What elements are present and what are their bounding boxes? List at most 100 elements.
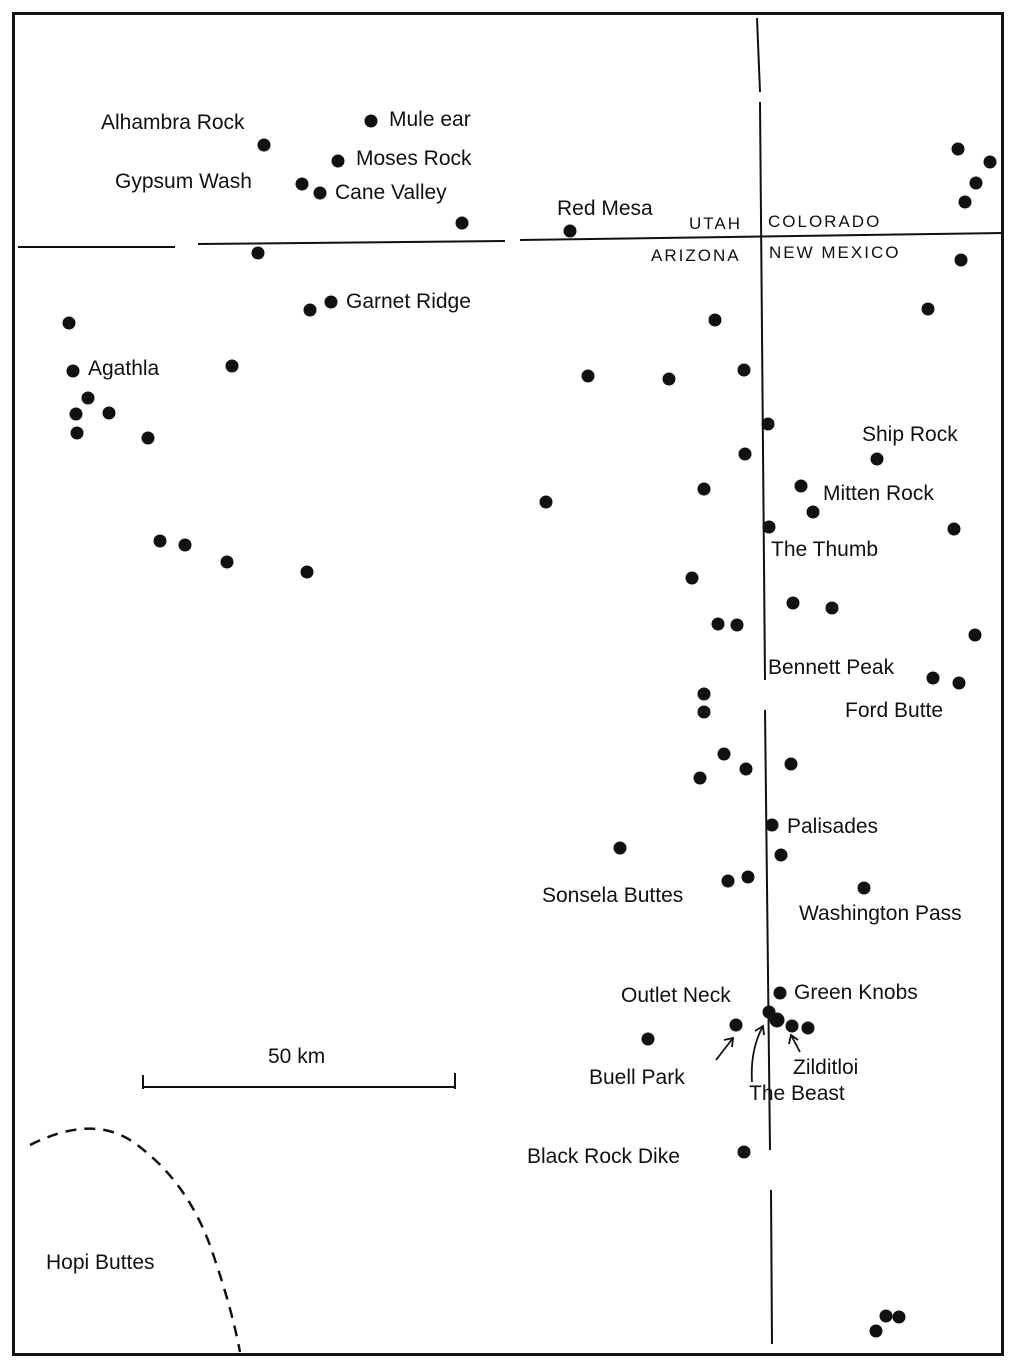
dot-red-mesa [563, 224, 577, 238]
label-moses-rock: Moses Rock [356, 147, 472, 170]
dot [102, 406, 116, 420]
dot [455, 216, 469, 230]
arrow-the-beast [750, 1025, 764, 1083]
label-palisades: Palisades [787, 815, 878, 838]
label-the-beast: The Beast [749, 1082, 845, 1105]
dot [153, 534, 167, 548]
state-boundaries [18, 17, 1005, 1345]
label-alhambra-rock: Alhambra Rock [101, 111, 245, 134]
label-ship-rock: Ship Rock [862, 423, 958, 446]
label-mitten-rock: Mitten Rock [823, 482, 934, 505]
dot-buell-park [729, 1018, 743, 1032]
dot-ford-butte [952, 676, 966, 690]
state-label-colorado: COLORADO [768, 212, 881, 231]
dot-mitten-rock [794, 479, 808, 493]
label-bennett-peak: Bennett Peak [768, 656, 895, 679]
dot [983, 155, 997, 169]
dot-ship-rock [870, 452, 884, 466]
dot-bennett-peak [926, 671, 940, 685]
label-the-thumb: The Thumb [771, 538, 878, 561]
state-label-utah: UTAH [689, 214, 742, 233]
map-frame [12, 12, 1004, 1356]
label-hopi-buttes: Hopi Buttes [46, 1251, 155, 1274]
dot [539, 495, 553, 509]
label-cane-valley: Cane Valley [335, 181, 447, 204]
dot [685, 571, 699, 585]
dot [968, 628, 982, 642]
label-mule-ear: Mule ear [389, 108, 471, 131]
state-label-arizona: ARIZONA [651, 246, 741, 265]
dot [693, 771, 707, 785]
dot-zilditloi [785, 1019, 799, 1033]
scale-bar [142, 1073, 456, 1089]
vertical-boundary-main [759, 101, 766, 681]
dot [958, 195, 972, 209]
dot-garnet-ridge [324, 295, 338, 309]
dot [662, 372, 676, 386]
dot [300, 565, 314, 579]
label-garnet-ridge: Garnet Ridge [346, 290, 471, 313]
dot [697, 705, 711, 719]
dot-mule-ear [364, 114, 378, 128]
dot-gypsum-wash [295, 177, 309, 191]
dot [739, 762, 753, 776]
dot-agathla [66, 364, 80, 378]
dot [81, 391, 95, 405]
dot-alhambra-rock [257, 138, 271, 152]
dot [921, 302, 935, 316]
scale-label: 50 km [268, 1045, 325, 1068]
dot [69, 407, 83, 421]
dot-palisades [765, 818, 779, 832]
dot [697, 687, 711, 701]
dot [879, 1309, 893, 1323]
dot [70, 426, 84, 440]
dot [708, 313, 722, 327]
dot-garnet-ridge [303, 303, 317, 317]
dot-green-knobs [773, 986, 787, 1000]
dot-cane-valley [313, 186, 327, 200]
label-zilditloi: Zilditloi [793, 1056, 858, 1079]
dot-moses-rock [331, 154, 345, 168]
dot [251, 246, 265, 260]
label-outlet-neck: Outlet Neck [621, 984, 731, 1007]
dot [947, 522, 961, 536]
vertical-boundary-south [770, 1189, 773, 1345]
dot [711, 617, 725, 631]
label-buell-park: Buell Park [589, 1066, 685, 1089]
dot-washington-pass [857, 881, 871, 895]
dot [581, 369, 595, 383]
vertical-boundary-mid [764, 709, 771, 1151]
dot [869, 1324, 883, 1338]
dot [774, 848, 788, 862]
arrow-zilditloi [790, 1034, 801, 1053]
dot [825, 601, 839, 615]
dot [613, 841, 627, 855]
leader-arrows [715, 1024, 801, 1083]
dot-the-thumb [762, 520, 776, 534]
dot [738, 447, 752, 461]
state-label-new-mexico: NEW MEXICO [769, 243, 900, 262]
dot [786, 596, 800, 610]
dot-sonsela-buttes [721, 874, 735, 888]
label-ford-butte: Ford Butte [845, 699, 943, 722]
vertical-boundary-north [756, 17, 761, 93]
dot-black-rock-dike [737, 1145, 751, 1159]
dot [761, 417, 775, 431]
dot [784, 757, 798, 771]
dot [225, 359, 239, 373]
label-washington-pass: Washington Pass [799, 902, 962, 925]
dot-the-beast [769, 1012, 785, 1028]
dot-zilditloi [801, 1021, 815, 1035]
dot [220, 555, 234, 569]
dot-mitten-rock [806, 505, 820, 519]
label-black-rock-dike: Black Rock Dike [527, 1145, 680, 1168]
label-sonsela-buttes: Sonsela Buttes [542, 884, 683, 907]
label-gypsum-wash: Gypsum Wash [115, 170, 252, 193]
label-agathla: Agathla [88, 357, 160, 380]
dot [641, 1032, 655, 1046]
dot [717, 747, 731, 761]
dot [141, 431, 155, 445]
dot-sonsela-buttes [741, 870, 755, 884]
horizontal-boundary-mid [197, 240, 506, 245]
